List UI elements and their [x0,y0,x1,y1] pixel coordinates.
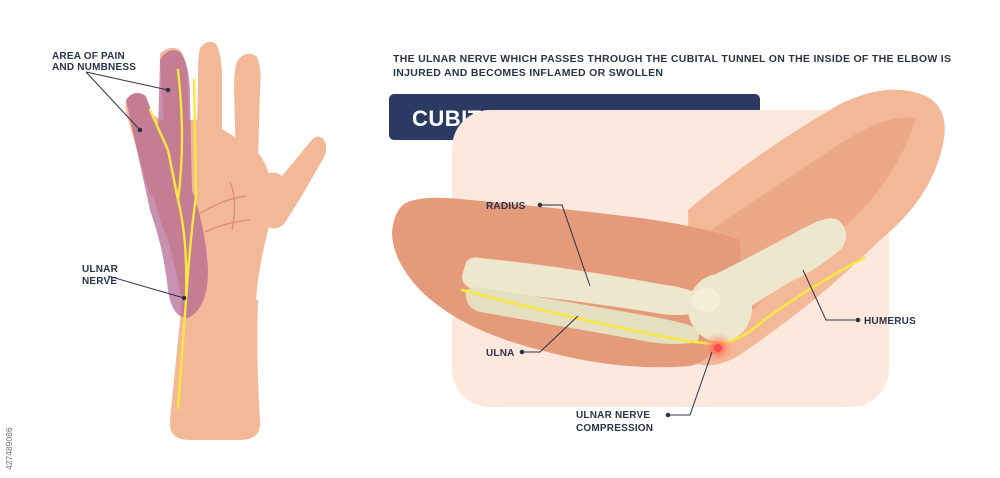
humerus-label: HUMERUS [864,316,916,327]
hand-ulnar-nerve [148,68,198,410]
hand-leader-lines [85,71,187,301]
hand-illustration: AREA OF PAIN AND NUMBNESS ULNAR NERVE [52,41,327,440]
caption-line1: THE ULNAR NERVE WHICH PASSES THROUGH THE… [393,53,951,65]
pain-label-line2: AND NUMBNESS [52,62,136,73]
radius-label: RADIUS [486,201,526,212]
pain-label-line1: AREA OF PAIN [52,51,125,62]
hand-middle-finger [196,41,222,170]
nerve-label-line1: ULNAR [82,264,119,275]
pain-area [126,50,208,318]
hand-index-finger [234,53,261,160]
compression-core [714,344,722,352]
hand-forearm [169,300,261,440]
compression-label-line1: ULNAR NERVE [576,410,650,421]
compression-label-line2: COMPRESSION [576,423,653,434]
stock-id: 427489086 [4,427,14,470]
ulna-bone [465,287,700,344]
palm-creases [197,181,251,233]
caption-line2: INJURED AND BECOMES INFLAMED OR SWOLLEN [393,67,663,79]
nerve-label-line2: NERVE [82,276,117,287]
ulna-label: ULNA [486,348,515,359]
arm-illustration: RADIUS HUMERUS ULNA ULNAR NERVE COMPRESS… [392,89,945,434]
arm-leader-lines [519,202,861,418]
elbow-condyle [692,288,720,312]
hand-thumb [262,136,327,229]
radius-bone [462,257,702,315]
